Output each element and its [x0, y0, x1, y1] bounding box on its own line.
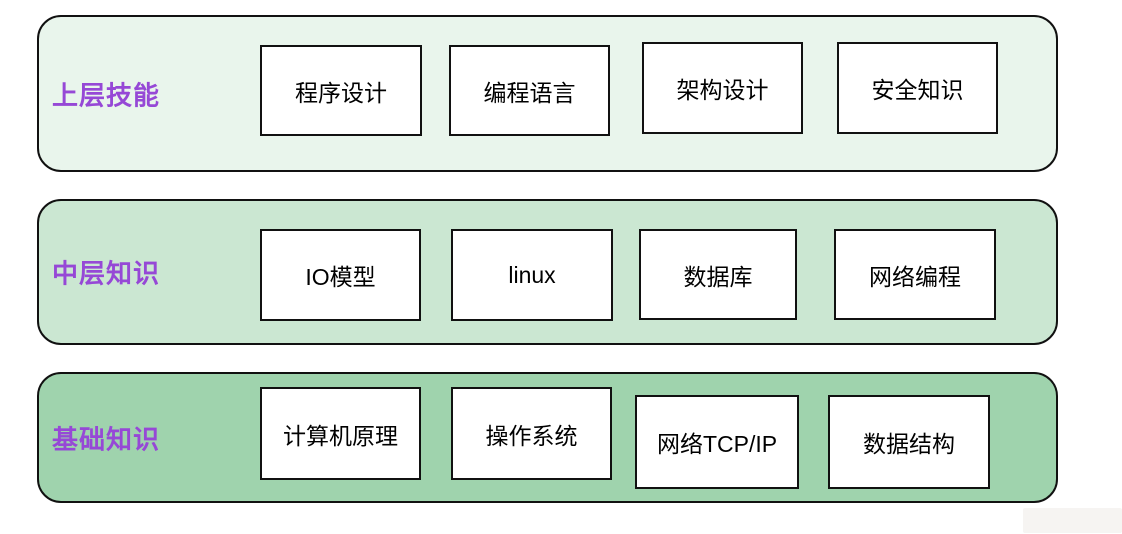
skill-box: 网络TCP/IP [635, 395, 799, 489]
skill-box: 数据库 [639, 229, 797, 320]
skill-box: 操作系统 [451, 387, 612, 480]
layer-bottom-label: 基础知识 [52, 424, 161, 454]
layer-top-skills: 上层技能 程序设计 编程语言 架构设计 安全知识 [37, 15, 1058, 172]
skill-box: 编程语言 [449, 45, 610, 136]
skill-box: 安全知识 [837, 42, 998, 134]
layer-top-label: 上层技能 [52, 80, 161, 110]
layer-middle-knowledge: 中层知识 IO模型 linux 数据库 网络编程 [37, 199, 1058, 345]
skill-box: 网络编程 [834, 229, 996, 320]
skill-box: 计算机原理 [260, 387, 421, 480]
skill-box: 数据结构 [828, 395, 990, 489]
watermark-remnant [1023, 508, 1122, 533]
skill-box: 程序设计 [260, 45, 422, 136]
layer-middle-label: 中层知识 [52, 258, 161, 289]
skill-box: IO模型 [260, 229, 421, 321]
layer-base-knowledge: 基础知识 计算机原理 操作系统 网络TCP/IP 数据结构 [37, 372, 1058, 503]
skill-box: 架构设计 [642, 42, 803, 134]
skill-box: linux [451, 229, 613, 321]
